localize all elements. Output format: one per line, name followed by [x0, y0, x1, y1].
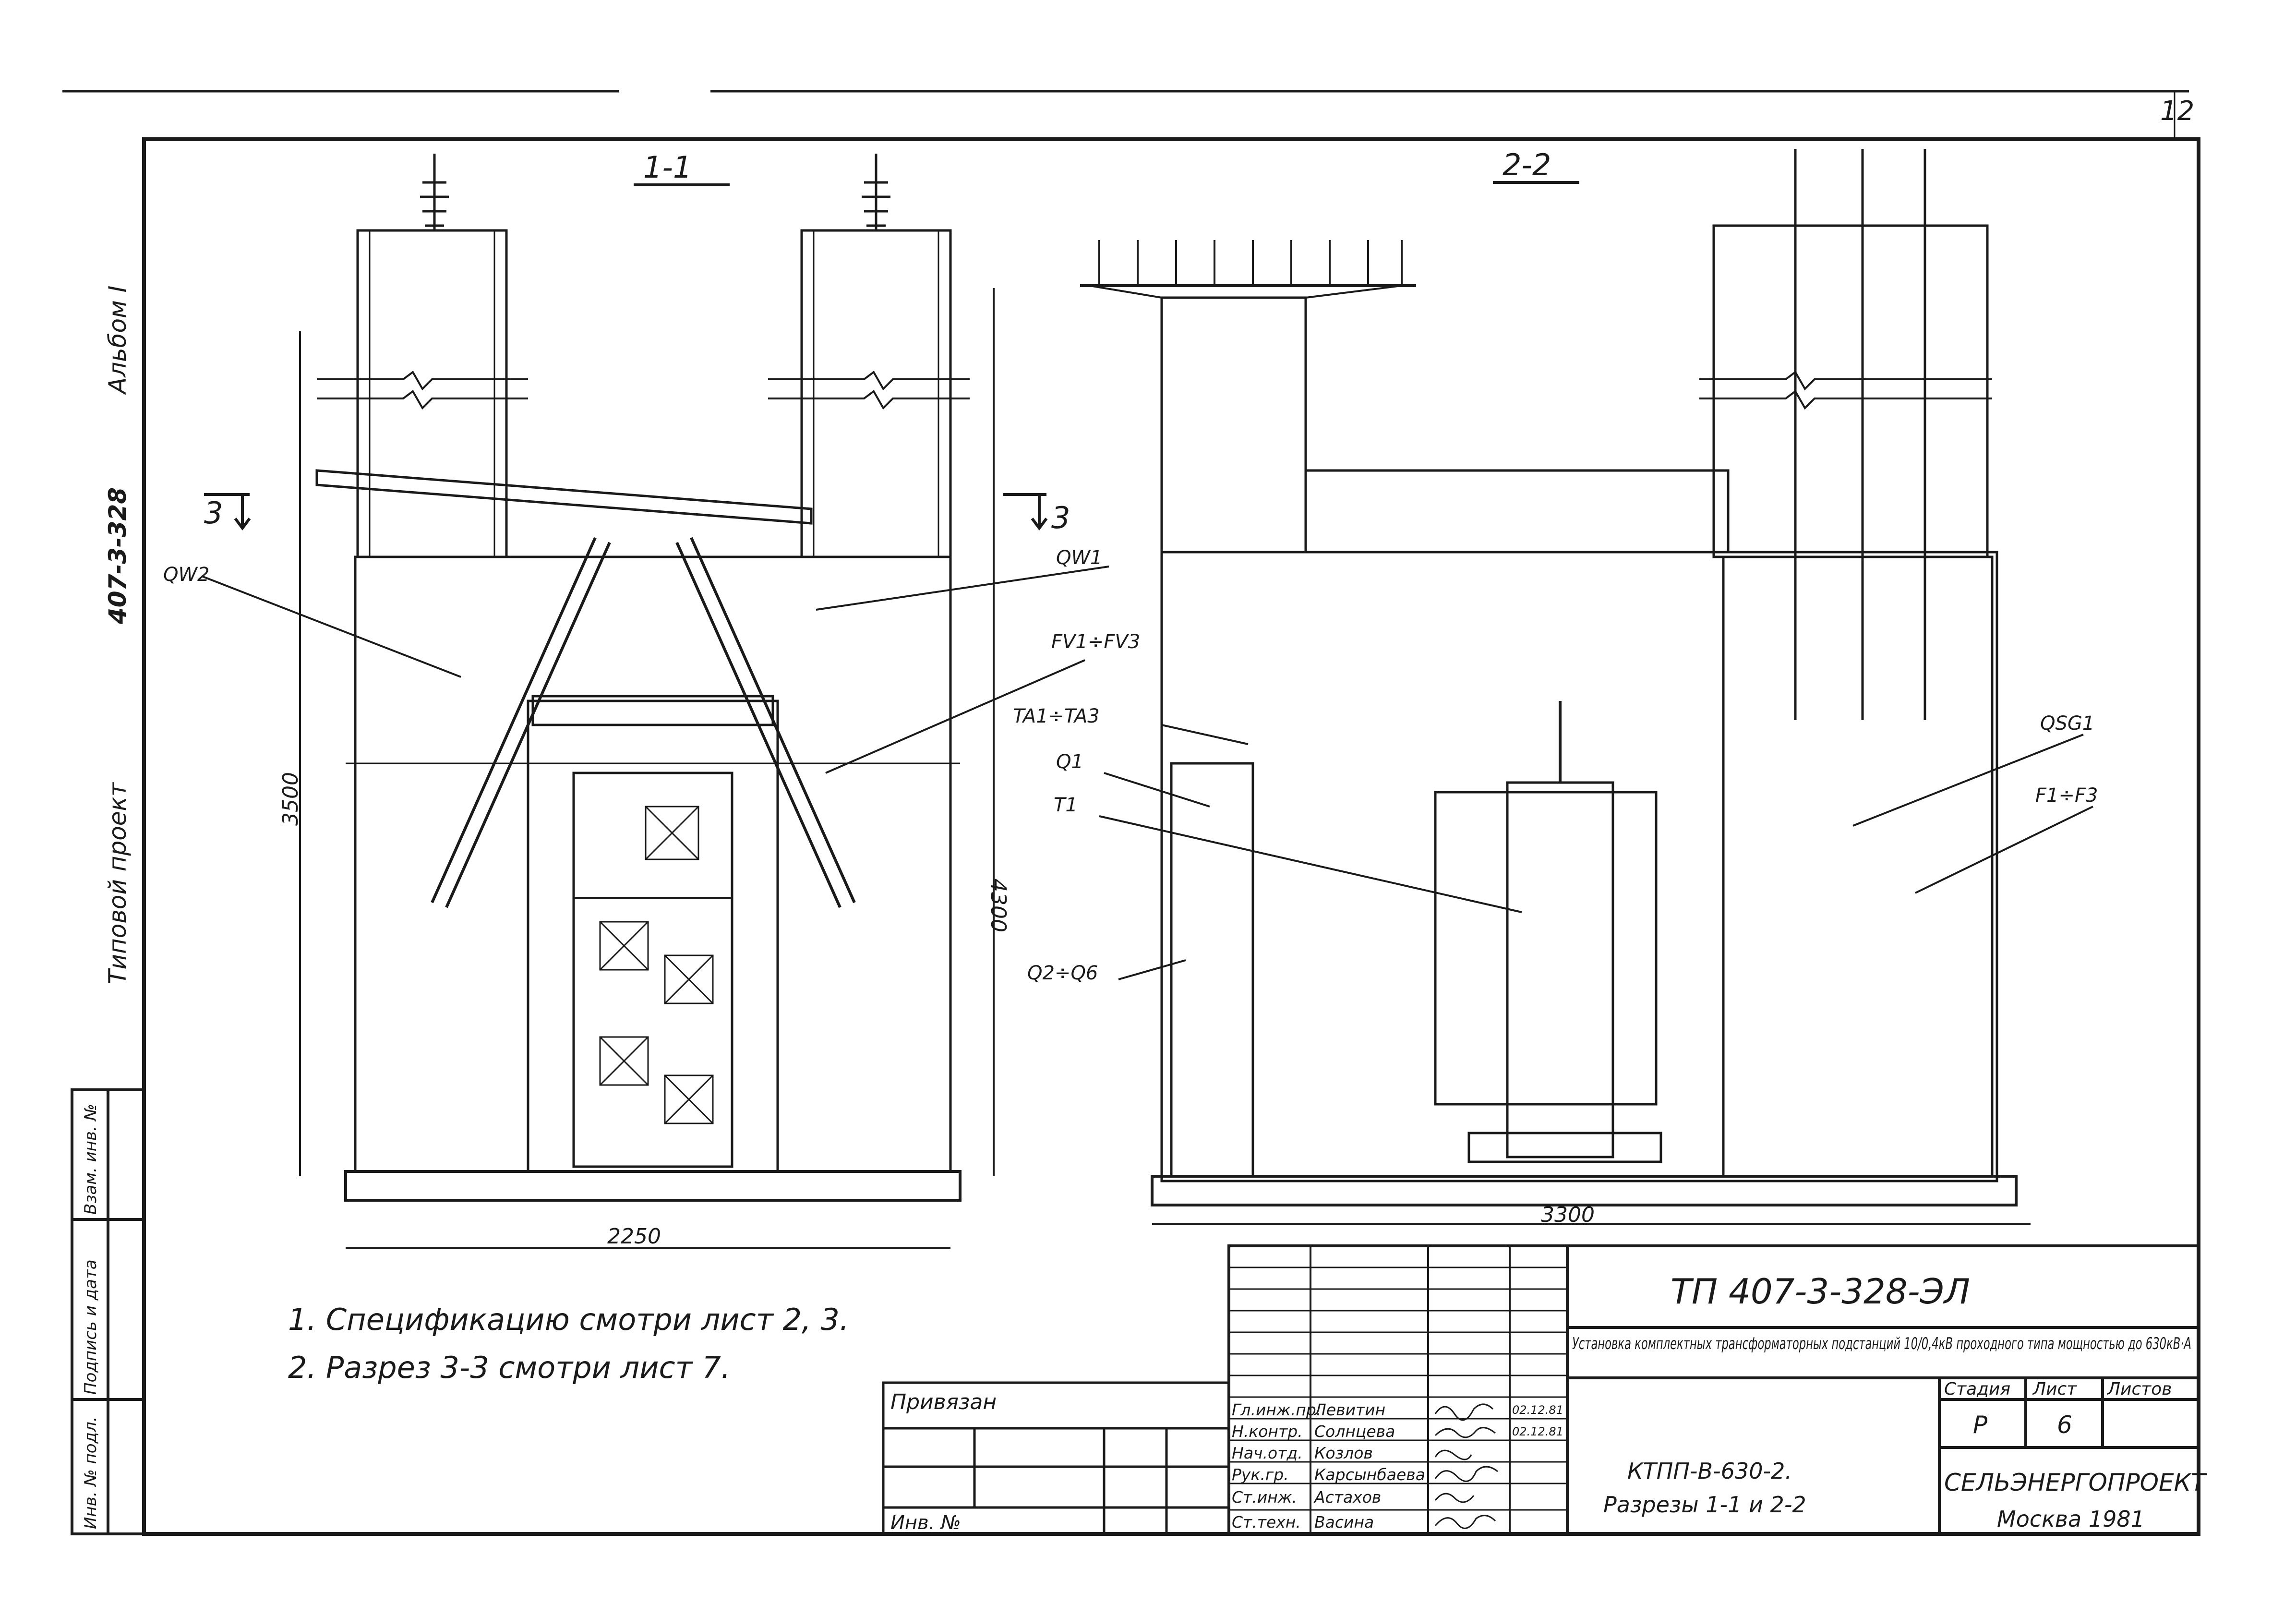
stamp-replace-label: Взам. инв. №: [81, 1104, 100, 1215]
section-2-2-title: 2-2: [1503, 147, 1551, 182]
section-1-1-title: 1-1: [643, 150, 692, 185]
staff-role: Нач.отд.: [1232, 1444, 1303, 1462]
doc-code: ТП 407-3-328-ЭЛ: [1671, 1271, 1970, 1312]
city-year: Москва 1981: [1997, 1506, 2145, 1532]
staff-role: Н.контр.: [1232, 1422, 1303, 1441]
dim-width-2250: 2250: [607, 1224, 661, 1249]
side-project-text: Типовой проект: [104, 782, 132, 984]
staff-name: Карсынбаева: [1314, 1465, 1425, 1484]
staff-date: 02.12.81: [1512, 1425, 1563, 1438]
staff-list: Гл.инж.пр. Левитин 02.12.81 Н.контр. Сол…: [1232, 1400, 1563, 1532]
staff-name: Левитин: [1314, 1400, 1385, 1419]
sheet-header: Лист: [2032, 1379, 2077, 1399]
stage-header: Стадия: [1944, 1379, 2010, 1399]
label-qw2: QW2: [163, 564, 209, 586]
staff-role: Гл.инж.пр.: [1232, 1400, 1321, 1419]
label-qsg1: QSG1: [2040, 712, 2094, 735]
title-block-grid: [1227, 1244, 2200, 1535]
drawing-title-1: КТПП-В-630-2.: [1627, 1458, 1792, 1484]
staff-name: Солнцева: [1314, 1422, 1395, 1441]
label-qw1: QW1: [1056, 547, 1102, 569]
sheets-header: Листов: [2106, 1379, 2172, 1399]
note-2: 2. Разрез 3-3 смотри лист 7.: [288, 1350, 731, 1385]
drawing-title-2: Разрезы 1-1 и 2-2: [1603, 1492, 1806, 1518]
label-fv1-fv3: FV1÷FV3: [1051, 631, 1140, 653]
label-q1: Q1: [1056, 751, 1083, 773]
cut-label-right: 3: [1051, 500, 1070, 535]
staff-name: Васина: [1314, 1513, 1374, 1532]
binding-inv-label: Инв. №: [890, 1512, 961, 1534]
project-title-line: Установка комплектных трансформаторных п…: [1572, 1334, 2191, 1353]
organization: СЕЛЬЭНЕРГОПРОЕКТ: [1944, 1469, 2207, 1496]
label-f1-f3: F1÷F3: [2035, 784, 2098, 807]
dim-width-3300: 3300: [1541, 1203, 1595, 1227]
staff-role: Ст.инж.: [1232, 1488, 1297, 1507]
stage-value: Р: [1973, 1411, 1988, 1439]
staff-name: Астахов: [1313, 1488, 1381, 1507]
cut-label-left: 3: [204, 495, 223, 531]
label-t1: T1: [1054, 794, 1078, 816]
staff-role: Ст.техн.: [1232, 1513, 1301, 1532]
note-1: 1. Спецификацию смотри лист 2, 3.: [288, 1302, 849, 1337]
staff-date: 02.12.81: [1512, 1403, 1563, 1417]
section-2-2-drawing: [1080, 149, 2093, 1225]
side-album-text: Альбом I: [104, 286, 132, 395]
dim-height-4300: 4300: [986, 879, 1010, 932]
stamp-inv-label: Инв. № подл.: [81, 1416, 100, 1529]
staff-name: Козлов: [1314, 1444, 1373, 1462]
project-title: Установка комплектных трансформаторных п…: [1572, 1334, 2191, 1353]
section-1-1-drawing: [201, 154, 1109, 1249]
sheet-value: 6: [2057, 1411, 2072, 1439]
signatures: [1434, 1403, 1498, 1529]
side-title: Типовой проект 407-3-328 Альбом I: [104, 286, 132, 984]
stamp-sign-label: Подпись и дата: [81, 1259, 100, 1395]
side-number-text: 407-3-328: [104, 487, 132, 625]
label-ta1-ta3: TA1÷TA3: [1013, 705, 1100, 727]
staff-role: Рук.гр.: [1232, 1465, 1289, 1484]
dim-height-3500: 3500: [278, 772, 303, 826]
side-stamp: [71, 1088, 145, 1535]
page-number: 12: [2160, 96, 2194, 127]
binding-label: Привязан: [890, 1390, 997, 1414]
label-q2-q6: Q2÷Q6: [1027, 962, 1098, 984]
